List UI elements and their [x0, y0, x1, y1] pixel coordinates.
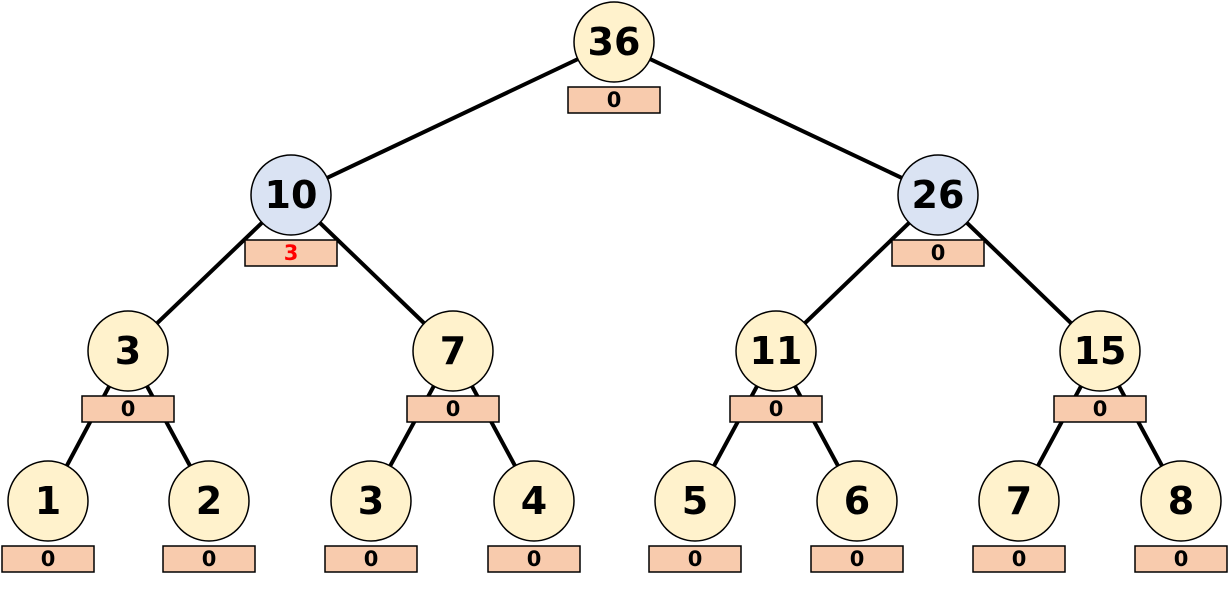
lazy-tag-box — [1, 545, 95, 573]
node-value: 36 — [588, 20, 641, 64]
lazy-tag-value: 0 — [1012, 547, 1027, 571]
lazy-tag-value: 0 — [850, 547, 865, 571]
tree-node-n8: 10 — [1, 460, 95, 573]
tree-node-n14: 70 — [972, 460, 1066, 573]
lazy-tag-value: 0 — [688, 547, 703, 571]
node-circle — [816, 460, 898, 542]
tree-node-n10: 30 — [324, 460, 418, 573]
node-value: 7 — [440, 329, 466, 373]
lazy-tag-box — [324, 545, 418, 573]
lazy-tag-box — [406, 395, 500, 423]
lazy-tag-value: 0 — [769, 397, 784, 421]
lazy-tag-box — [244, 239, 338, 267]
lazy-tag-value: 0 — [1174, 547, 1189, 571]
lazy-tag-value: 0 — [41, 547, 56, 571]
node-circle — [1140, 460, 1222, 542]
lazy-tag-value: 0 — [446, 397, 461, 421]
lazy-tag-box — [81, 395, 175, 423]
lazy-tag-value: 0 — [202, 547, 217, 571]
node-circle — [412, 310, 494, 392]
node-circle — [87, 310, 169, 392]
node-circle — [330, 460, 412, 542]
node-circle — [654, 460, 736, 542]
node-value: 5 — [682, 479, 708, 523]
lazy-tag-box — [972, 545, 1066, 573]
lazy-tag-value: 0 — [607, 88, 622, 112]
tree-node-n4: 30 — [81, 310, 175, 423]
tree-node-n6: 11 0 — [729, 310, 823, 423]
node-circle — [1059, 310, 1141, 392]
tree-node-n3: 26 0 — [891, 154, 985, 267]
lazy-tag-box — [1134, 545, 1228, 573]
lazy-tag-value: 0 — [931, 241, 946, 265]
lazy-tag-box — [648, 545, 742, 573]
lazy-tag-value: 0 — [121, 397, 136, 421]
tree-node-n5: 70 — [406, 310, 500, 423]
node-circle — [897, 154, 979, 236]
tree-node-n11: 40 — [487, 460, 581, 573]
node-value: 7 — [1006, 479, 1032, 523]
lazy-tag-box — [729, 395, 823, 423]
tree-node-n12: 50 — [648, 460, 742, 573]
node-value: 8 — [1168, 479, 1194, 523]
node-value: 15 — [1074, 329, 1127, 373]
node-value: 10 — [265, 173, 318, 217]
node-circle — [573, 1, 655, 83]
node-circle — [978, 460, 1060, 542]
node-circle — [7, 460, 89, 542]
tree-node-n2: 10 3 — [244, 154, 338, 267]
node-value: 3 — [358, 479, 384, 523]
lazy-tag-box — [567, 86, 661, 114]
lazy-tag-box — [810, 545, 904, 573]
node-value: 4 — [521, 479, 547, 523]
tree-node-n7: 15 0 — [1053, 310, 1147, 423]
node-circle — [735, 310, 817, 392]
tree-node-n13: 60 — [810, 460, 904, 573]
tree-node-n1: 36 0 — [567, 1, 661, 114]
lazy-tag-box — [162, 545, 256, 573]
lazy-tag-value: 0 — [364, 547, 379, 571]
node-circle — [493, 460, 575, 542]
node-value: 3 — [115, 329, 141, 373]
lazy-tag-box — [1053, 395, 1147, 423]
lazy-tag-value: 0 — [527, 547, 542, 571]
tree-node-n9: 20 — [162, 460, 256, 573]
node-value: 2 — [196, 479, 222, 523]
node-circle — [250, 154, 332, 236]
lazy-tag-value: 3 — [284, 241, 299, 265]
tree-node-n15: 80 — [1134, 460, 1228, 573]
node-value: 1 — [35, 479, 61, 523]
node-circle — [168, 460, 250, 542]
node-value: 11 — [750, 329, 803, 373]
lazy-tag-box — [891, 239, 985, 267]
lazy-tag-value: 0 — [1093, 397, 1108, 421]
node-value: 26 — [912, 173, 965, 217]
node-value: 6 — [844, 479, 870, 523]
lazy-tag-box — [487, 545, 581, 573]
edge-n1-n3 — [613, 40, 939, 197]
edge-n1-n2 — [290, 40, 615, 197]
